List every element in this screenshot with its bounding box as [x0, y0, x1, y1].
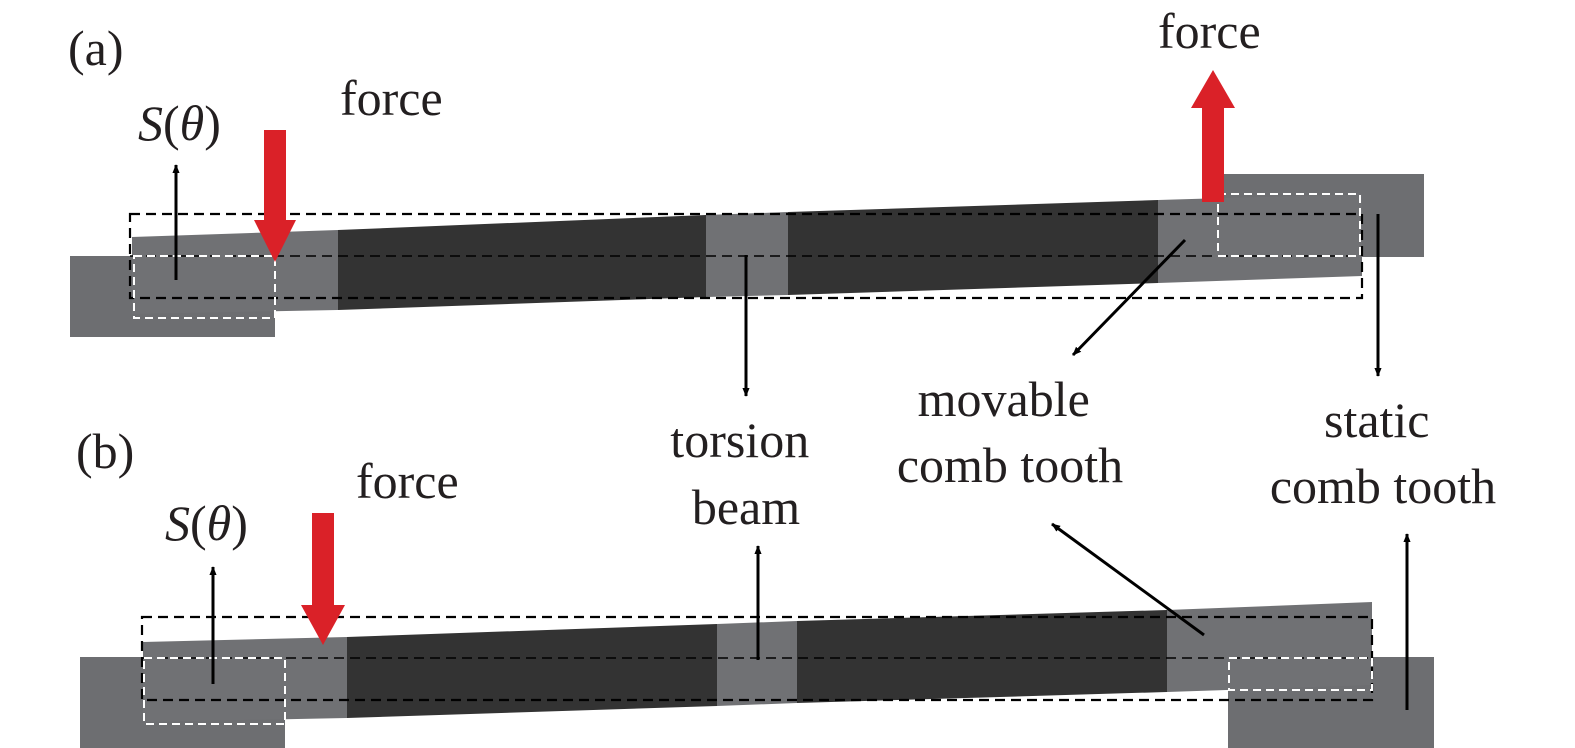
panel-a-tag: (a) — [68, 20, 124, 76]
comb-overlap-outline-left-a — [133, 255, 276, 319]
torsion-beam-label: torsion beam — [670, 412, 821, 535]
tilted-mirror-beam-a — [132, 194, 1362, 314]
s-theta-label-b: S(θ) — [165, 495, 248, 551]
movable-comb-segment-right-b — [1167, 602, 1372, 692]
movable-comb-pointer-b — [1051, 522, 1205, 637]
panel-b: (b) S(θ) force — [76, 423, 1434, 748]
movable-comb-segment-left-b — [143, 637, 347, 722]
mirror-plate-right-b — [797, 610, 1167, 703]
static-comb-tooth-label-line2: comb tooth — [1270, 458, 1496, 514]
callout-labels: torsion beam movable comb tooth static c… — [670, 371, 1496, 535]
mirror-plate-right-a — [788, 200, 1158, 295]
force-label-right-a: force — [1158, 3, 1261, 59]
force-arrow-down-a — [254, 130, 296, 262]
s-theta-label-a: S(θ) — [138, 95, 221, 151]
callout-pointers — [742, 214, 1411, 710]
force-label-left-b: force — [356, 453, 459, 509]
movable-comb-pointer-a — [1071, 238, 1187, 357]
panel-a: (a) S(θ) force force — [68, 3, 1424, 337]
mirror-plate-left-b — [347, 624, 717, 718]
rest-position-outline-a — [128, 212, 1364, 300]
torsion-beam-segment-b — [717, 621, 797, 706]
force-label-left-a: force — [340, 70, 443, 126]
movable-comb-tooth-label-line2: comb tooth — [897, 437, 1123, 493]
mirror-plate-left-a — [338, 215, 706, 310]
force-arrow-down-b — [301, 513, 345, 645]
comb-overlap-outline-right-b — [1228, 657, 1373, 691]
torsion-beam-label-line2: beam — [692, 479, 800, 535]
torsion-beam-segment-a — [706, 212, 788, 297]
force-arrow-up-a — [1191, 70, 1235, 202]
movable-comb-tooth-label: movable comb tooth — [897, 371, 1123, 493]
movable-comb-tooth-label-line1: movable — [918, 371, 1090, 427]
panel-b-tag: (b) — [76, 423, 134, 479]
torsion-beam-label-line1: torsion — [670, 412, 809, 468]
static-comb-tooth-label-line1: static — [1324, 392, 1430, 448]
movable-comb-segment-right-a — [1158, 194, 1362, 283]
movable-comb-segment-left-a — [132, 230, 338, 314]
static-comb-tooth-label: static comb tooth — [1270, 392, 1496, 514]
comb-overlap-outline-right-a — [1217, 193, 1361, 257]
